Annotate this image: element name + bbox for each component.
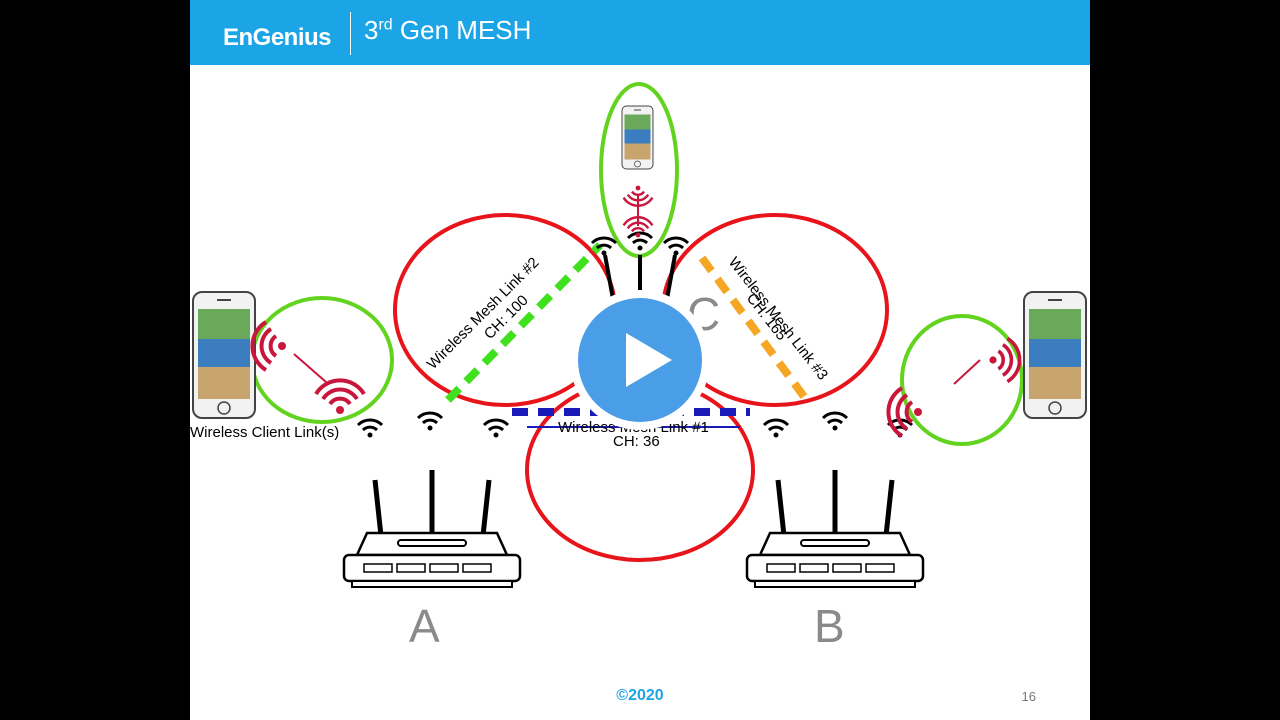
client-link-right-arrow [953,359,981,385]
signal-icon [250,320,288,372]
phone-right-icon [1023,291,1087,419]
client-link-label: Wireless Client Link(s) [190,424,339,441]
client-link-left-arrow [293,353,327,383]
copyright: ©2020 [616,687,664,704]
mesh-link-3-line [698,255,812,405]
slide-title: 3rd Gen MESH [364,15,531,46]
header-divider [350,12,351,55]
client-zone-left [250,296,394,424]
mesh-link-2-label: Wireless Mesh Link #2 [424,254,543,373]
client-zone-right [900,314,1024,446]
mesh-link-2-line [445,242,603,403]
router-a-label: A [409,600,440,652]
signal-icon [987,336,1022,384]
engenius-logo: EnGenius [223,24,332,51]
title-superscript: rd [378,16,393,34]
wifi-icon [762,418,790,439]
phone-top-icon [621,105,654,170]
phone-left-icon [192,291,256,419]
mesh-diagram: Wireless Client Link(s) Wireless Mesh Li… [190,82,1087,652]
slide: EnGenius 3rd Gen MESH [190,0,1090,720]
signal-icon [314,378,366,416]
router-a-icon [344,470,520,587]
router-b-label: B [814,600,845,652]
play-button[interactable] [570,290,710,430]
wifi-icon [821,411,849,432]
page-number: 16 [1021,689,1036,704]
router-b-icon [747,470,923,587]
wifi-icon [416,411,444,432]
title-rest: Gen MESH [392,15,532,45]
title-ordinal: 3 [364,15,379,45]
play-button-circle [578,298,702,422]
signal-icon [886,386,924,438]
wifi-icon [482,418,510,439]
wifi-icon [356,418,384,439]
mesh-link-1-channel: CH: 36 [613,433,660,450]
play-icon [626,333,672,387]
slide-header: EnGenius 3rd Gen MESH [190,0,1090,65]
